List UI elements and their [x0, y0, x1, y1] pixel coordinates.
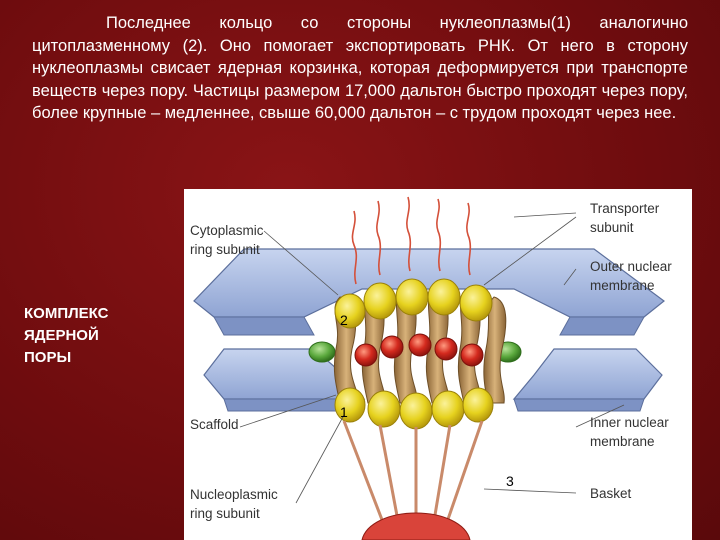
side-label-line-2: ЯДЕРНОЙ: [24, 327, 99, 344]
cytoplasmic-filaments: [351, 196, 472, 285]
basket-filaments: [342, 420, 484, 526]
basket-ring: [361, 512, 471, 540]
number-2: 2: [340, 312, 348, 328]
nucleoplasmic-ring: [334, 387, 494, 430]
number-3: 3: [506, 473, 514, 489]
transporter-subunit: [354, 333, 484, 367]
number-1: 1: [340, 404, 348, 420]
nuclear-pore-complex-label: КОМПЛЕКС ЯДЕРНОЙ ПОРЫ: [24, 303, 164, 369]
outer-nuclear-membrane: [193, 248, 665, 336]
label-basket: Basket: [590, 486, 632, 501]
left-green-plug: [308, 341, 336, 363]
side-label-line-1: КОМПЛЕКС: [24, 305, 109, 322]
description-paragraph: Последнее кольцо со стороны нуклеоплазмы…: [32, 14, 688, 123]
label-scaffold: Scaffold: [190, 417, 239, 432]
side-label-line-3: ПОРЫ: [24, 349, 72, 366]
cytoplasmic-ring: [334, 278, 493, 329]
